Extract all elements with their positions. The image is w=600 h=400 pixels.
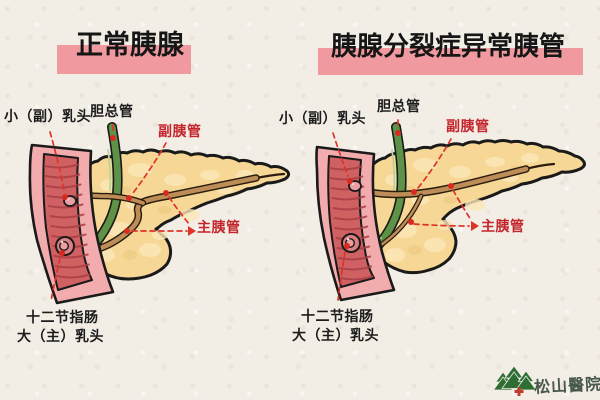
label-bile-duct-left: 胆总管	[90, 104, 134, 120]
annotation-lines-left	[49, 124, 196, 302]
panel-pancreas-divisum	[315, 119, 586, 302]
arrowhead-main-duct-right	[471, 221, 479, 231]
main-pancreatic-duct-left	[84, 172, 286, 256]
pine-trees-red-cross-icon	[492, 365, 537, 396]
label-major-papilla-right: 大（主）乳头	[292, 328, 379, 344]
label-accessory-duct-right: 副胰管	[446, 119, 490, 135]
label-major-papilla-left: 大（主）乳头	[17, 329, 104, 345]
label-duodenum-right: 十二节指肠	[301, 309, 374, 325]
pancreas-right	[364, 139, 586, 275]
title-highlight-right	[318, 48, 583, 75]
annotation-dots-right	[344, 130, 454, 249]
main-pancreatic-duct-right	[359, 162, 556, 199]
label-bile-duct-right: 胆总管	[377, 99, 421, 115]
major-papilla-right	[341, 233, 361, 253]
title-normal-pancreas: 正常胰腺	[76, 30, 184, 61]
title-highlight-left	[57, 45, 191, 74]
panel-normal-pancreas	[28, 122, 291, 305]
title-pancreas-divisum: 胰腺分裂症异常胰管	[331, 32, 566, 62]
duodenum-left	[28, 143, 115, 305]
label-main-duct-right: 主胰管	[481, 219, 525, 235]
label-minor-papilla-right: 小（副）乳头	[279, 111, 366, 127]
annotation-lines-right	[332, 119, 479, 301]
arrowhead-main-duct-left	[188, 226, 196, 236]
minor-papilla-right	[348, 180, 362, 192]
duodenum-right	[315, 145, 396, 302]
label-minor-papilla-left: 小（副）乳头	[4, 109, 91, 125]
pancreas-texture	[385, 153, 539, 262]
label-accessory-duct-left: 副胰管	[158, 124, 202, 140]
label-duodenum-left: 十二节指肠	[26, 310, 99, 326]
duodenum-ridges-right	[328, 165, 374, 281]
red-cross-icon	[514, 387, 524, 396]
major-papilla-left	[55, 236, 75, 256]
label-main-duct-left: 主胰管	[197, 220, 241, 236]
hospital-logo-text: 松山醫院	[533, 374, 600, 397]
annotation-dots-left	[59, 135, 169, 256]
